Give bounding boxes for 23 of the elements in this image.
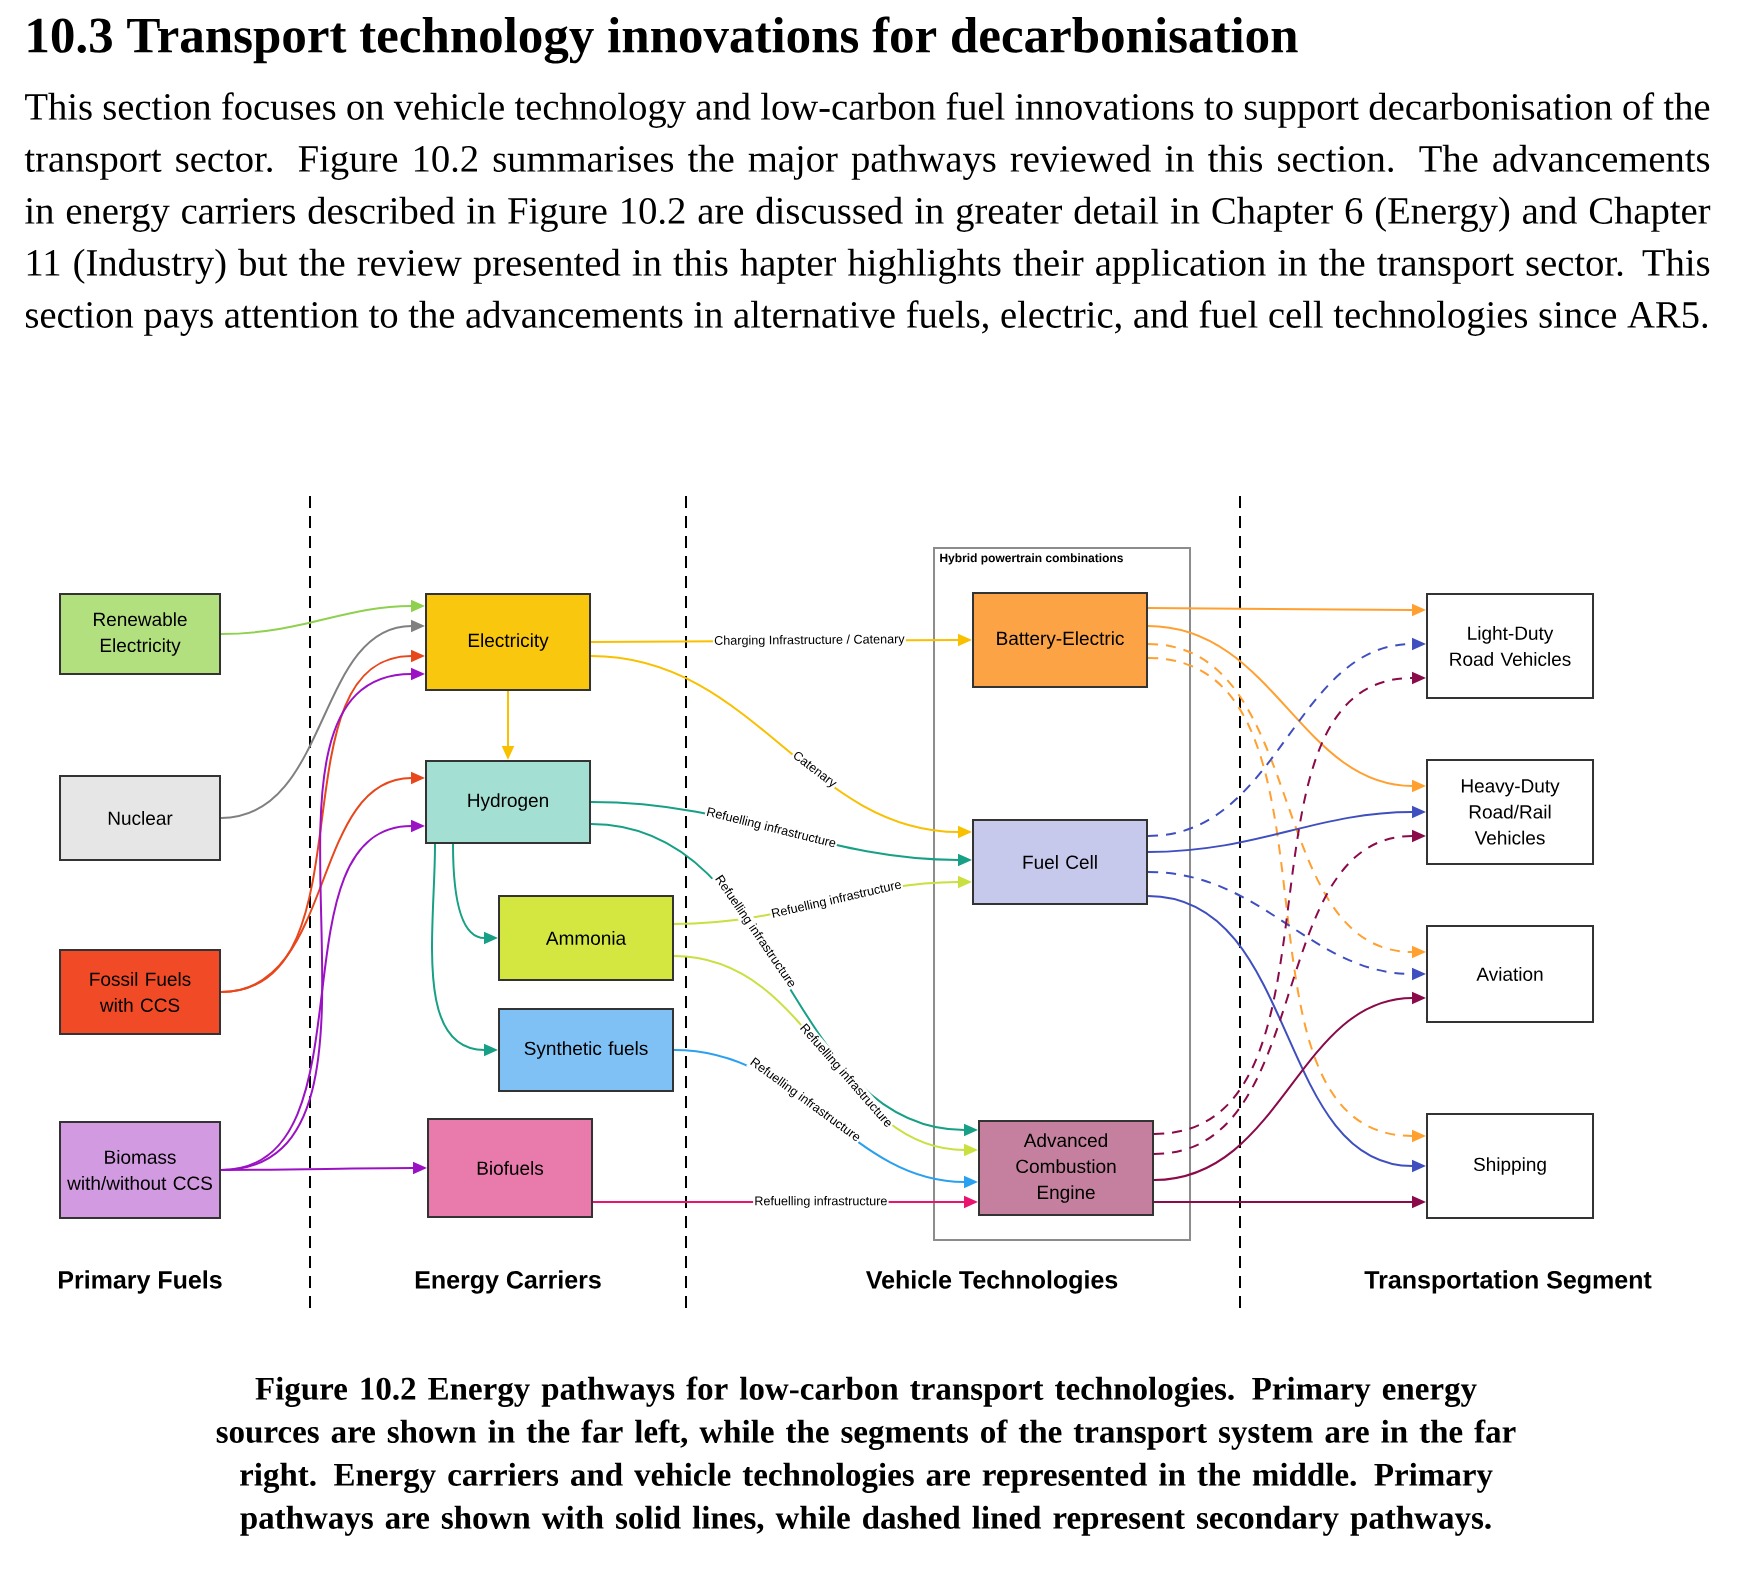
source-box: Fossil Fuels with CCS (59, 949, 221, 1035)
body-text: This section focuses on vehicle technology and low-carbon fuel innovations to support decarbonisation of the transport sector. Figure 10.2 summarises the major pathways reviewed in this section. The advancements in energy carriers described in Figure 10.2 are discussed in greater detail in Chapter 6 (Energy) and Chapter 11 (Industry) but the review presented in this hapter highlights their application in the transport sector. This section pays attention to the advancements in alternative fuels, electric, and fuel cell technologies since AR5. (24, 92, 1711, 336)
column-heading: Primary Fuels (59, 1270, 222, 1294)
source-box: Biomass with/without CCS (59, 1121, 221, 1219)
section-heading: 10.3 Transport technology innovations for decarbonisation (28, 16, 1298, 64)
carrier-box: Ammonia (498, 895, 674, 981)
segment-box: Shipping (1426, 1113, 1594, 1219)
carrier-box: Electricity (425, 593, 591, 691)
carrier-box: Hydrogen (425, 760, 591, 844)
carrier-box: Synthetic fuels (498, 1008, 674, 1092)
column-heading: Energy Carriers (415, 1270, 601, 1294)
figure-caption: Figure 10.2 Energy pathways for low-carbon transport technologies. Primary energy sources are shown in the far left, while the segments of the transport system are in the far right. Energy carriers and vehicle technologies are represented in the middle. Primary pathways are shown with solid lines, while dashed lined represent secondary pathways. (216, 1376, 1516, 1536)
technology-box: Battery-Electric (972, 592, 1148, 688)
source-box: Renewable Electricity (59, 593, 221, 675)
column-heading: Transportation Segment (1364, 1270, 1652, 1294)
technology-box: Fuel Cell (972, 819, 1148, 905)
segment-box: Heavy-Duty Road/Rail Vehicles (1426, 759, 1594, 865)
segment-box: Light-Duty Road Vehicles (1426, 593, 1594, 699)
technology-box: Advanced Combustion Engine (978, 1120, 1154, 1216)
column-heading: Vehicle Technologies (865, 1270, 1118, 1294)
carrier-box: Biofuels (427, 1118, 593, 1218)
segment-box: Aviation (1426, 925, 1594, 1023)
source-box: Nuclear (59, 775, 221, 861)
